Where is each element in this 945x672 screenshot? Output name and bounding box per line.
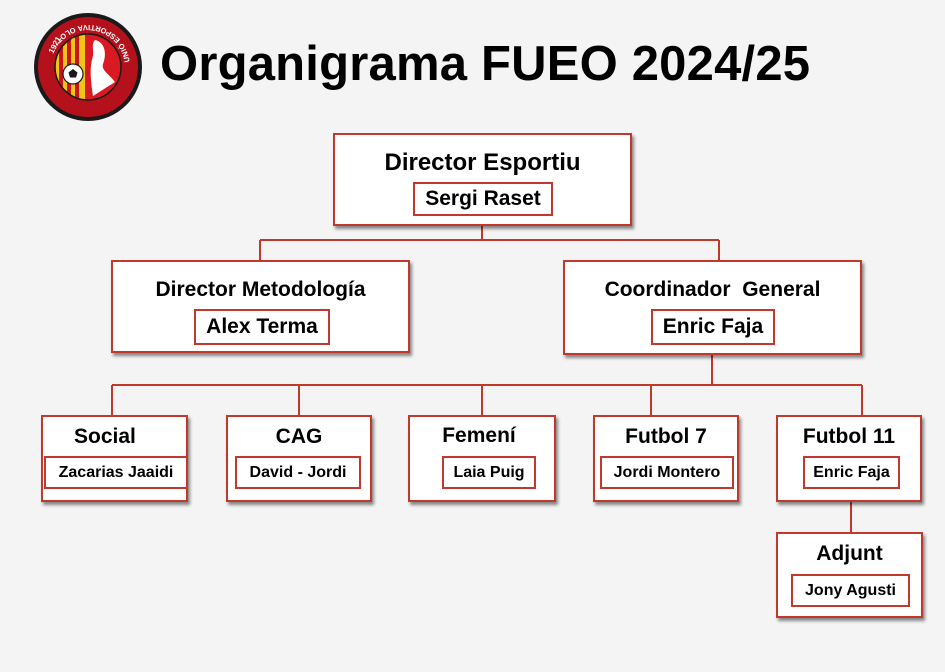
area-futbol11-box: Futbol 11 Enric Faja xyxy=(776,415,922,502)
coordinador-general-person: Enric Faja xyxy=(651,309,775,345)
area-social-role: Social xyxy=(74,425,136,448)
area-social-person: Zacarias Jaaidi xyxy=(44,456,188,489)
adjunt-person: Jony Agusti xyxy=(791,574,910,607)
area-futbol7-role: Futbol 7 xyxy=(625,425,707,448)
area-futbol11-person: Enric Faja xyxy=(803,456,900,489)
area-futbol7-box: Futbol 7 Jordi Montero xyxy=(593,415,739,502)
area-femeni-box: Femení Laia Puig xyxy=(408,415,556,502)
area-futbol11-role: Futbol 11 xyxy=(802,425,896,448)
director-metodologia-role: Director Metodología xyxy=(155,278,366,301)
page-title: Organigrama FUEO 2024/25 xyxy=(160,37,811,91)
area-femeni-person: Laia Puig xyxy=(442,456,536,489)
area-femeni-role: Femení xyxy=(442,424,516,447)
director-esportiu-role: Director Esportiu xyxy=(384,149,581,176)
club-logo-icon: UNIÓ ESPORTIVA OLOT 1921 xyxy=(34,13,142,121)
area-futbol7-person: Jordi Montero xyxy=(600,456,734,489)
area-cag-role: CAG xyxy=(275,425,323,448)
coordinador-general-box: Coordinador General Enric Faja xyxy=(563,260,862,355)
area-cag-person: David - Jordi xyxy=(235,456,361,489)
director-esportiu-person: Sergi Raset xyxy=(413,182,553,216)
director-metodologia-person: Alex Terma xyxy=(194,309,330,345)
adjunt-role: Adjunt xyxy=(816,542,883,565)
director-esportiu-box: Director Esportiu Sergi Raset xyxy=(333,133,632,226)
area-social-box: Social Zacarias Jaaidi xyxy=(41,415,188,502)
adjunt-box: Adjunt Jony Agusti xyxy=(776,532,923,618)
area-cag-box: CAG David - Jordi xyxy=(226,415,372,502)
coordinador-general-role: Coordinador General xyxy=(604,278,821,301)
director-metodologia-box: Director Metodología Alex Terma xyxy=(111,260,410,353)
